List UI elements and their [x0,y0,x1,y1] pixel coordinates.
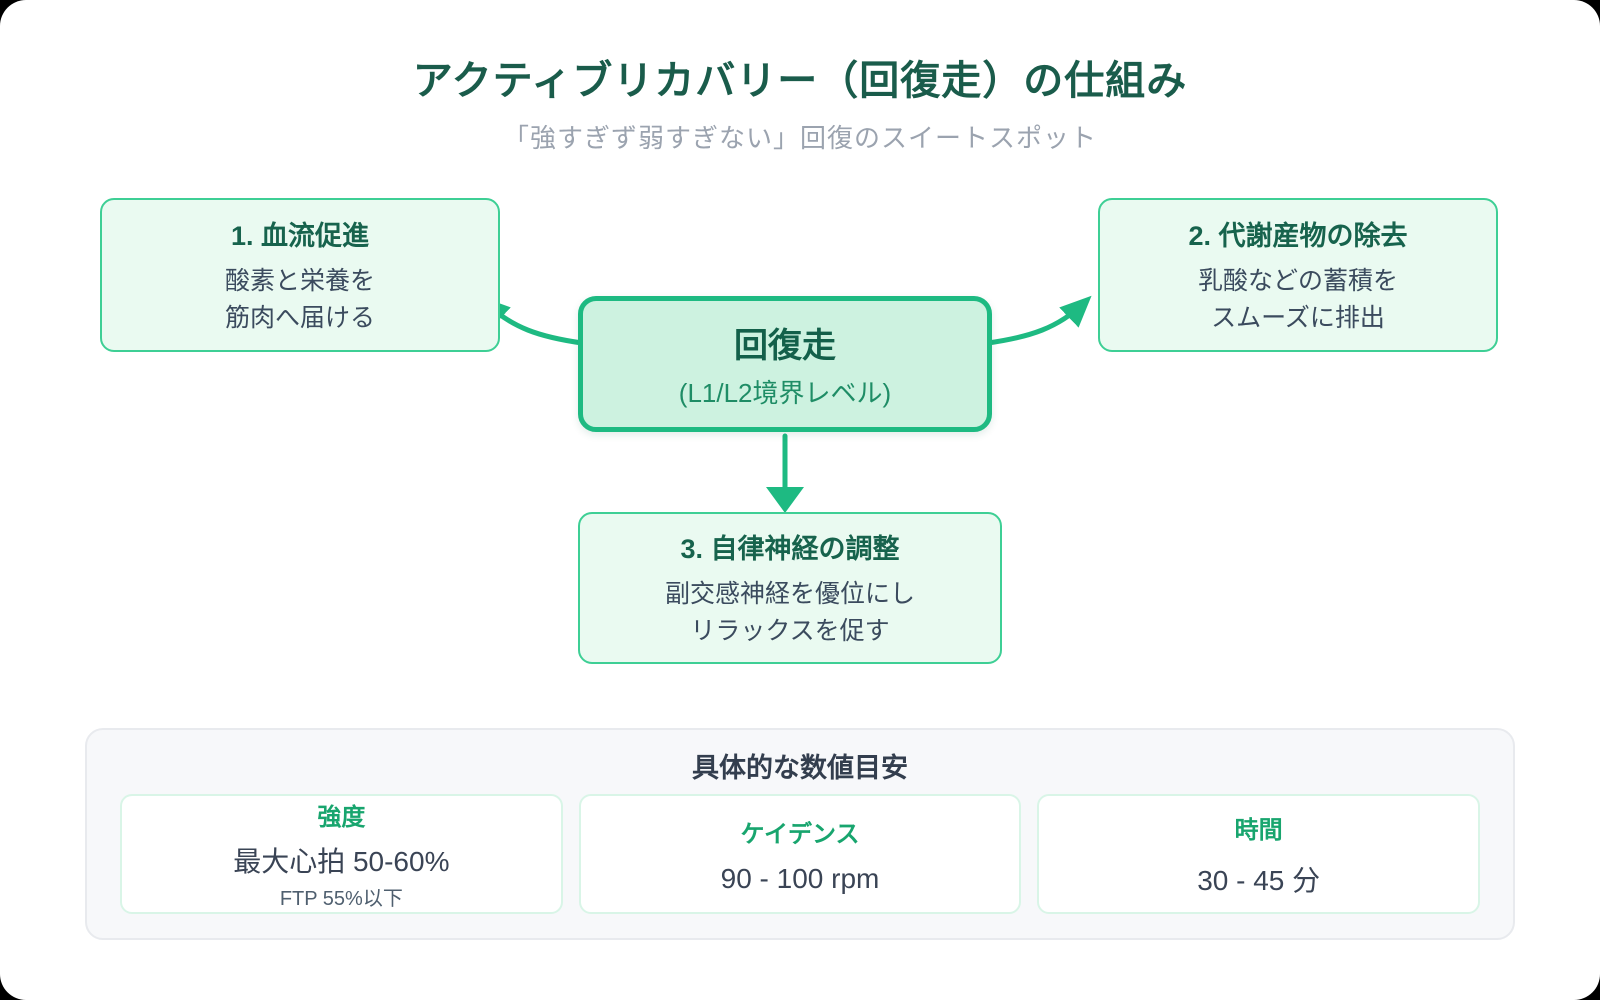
node-autonomic-nerves-line2: リラックスを促す [690,616,890,645]
metric-duration-label: 時間 [1234,816,1283,844]
node-autonomic-nerves: 3. 自律神経の調整 副交感神経を優位にし リラックスを促す [578,512,1002,664]
metric-cadence-label: ケイデンス [740,820,860,848]
node-autonomic-nerves-line1: 副交感神経を優位にし [664,579,915,608]
node-blood-flow-line2: 筋肉へ届ける [224,303,375,332]
node-blood-flow-title: 1. 血流促進 [230,220,370,251]
node-metabolite-removal-line1: 乳酸などの蓄積を [1197,266,1398,295]
node-recovery-ride-subtitle: (L1/L2境界レベル) [678,378,892,408]
metric-card-cadence: ケイデンス 90 - 100 rpm [578,794,1022,914]
page-title: アクティブリカバリー（回復走）の仕組み [412,59,1188,103]
node-autonomic-nerves-title: 3. 自律神経の調整 [680,533,900,564]
metrics-cards-row: 強度 最大心拍 50-60% FTP 55%以下 ケイデンス 90 - 100 … [120,794,1481,914]
metric-card-duration: 時間 30 - 45 分 [1037,794,1481,914]
node-metabolite-removal-line2: スムーズに排出 [1211,303,1385,332]
node-metabolite-removal-title: 2. 代謝産物の除去 [1188,220,1408,251]
arrow-to-right-node [985,295,1092,346]
metric-intensity-label: 強度 [317,804,366,831]
node-recovery-ride: 回復走 (L1/L2境界レベル) [578,296,992,432]
page-subtitle: 「強すぎず弱すぎない」回復のスイートスポット [502,123,1097,153]
node-blood-flow-line1: 酸素と栄養を [224,266,375,295]
arrow-to-bottom-head [766,487,804,513]
metrics-panel-title: 具体的な数値目安 [692,753,908,783]
metric-card-intensity: 強度 最大心拍 50-60% FTP 55%以下 [120,794,563,914]
metrics-panel: 具体的な数値目安 強度 最大心拍 50-60% FTP 55%以下 ケイデンス … [85,728,1515,940]
node-metabolite-removal: 2. 代謝産物の除去 乳酸などの蓄積を スムーズに排出 [1098,198,1498,352]
arrow-to-left-node [478,295,585,346]
metric-intensity-value: 最大心拍 50-60% [233,846,450,877]
metric-cadence-value: 90 - 100 rpm [720,862,880,894]
node-blood-flow: 1. 血流促進 酸素と栄養を 筋肉へ届ける [100,198,500,352]
node-recovery-ride-title: 回復走 [734,327,836,365]
metric-duration-value: 30 - 45 分 [1197,864,1321,896]
metric-intensity-note: FTP 55%以下 [279,888,403,910]
